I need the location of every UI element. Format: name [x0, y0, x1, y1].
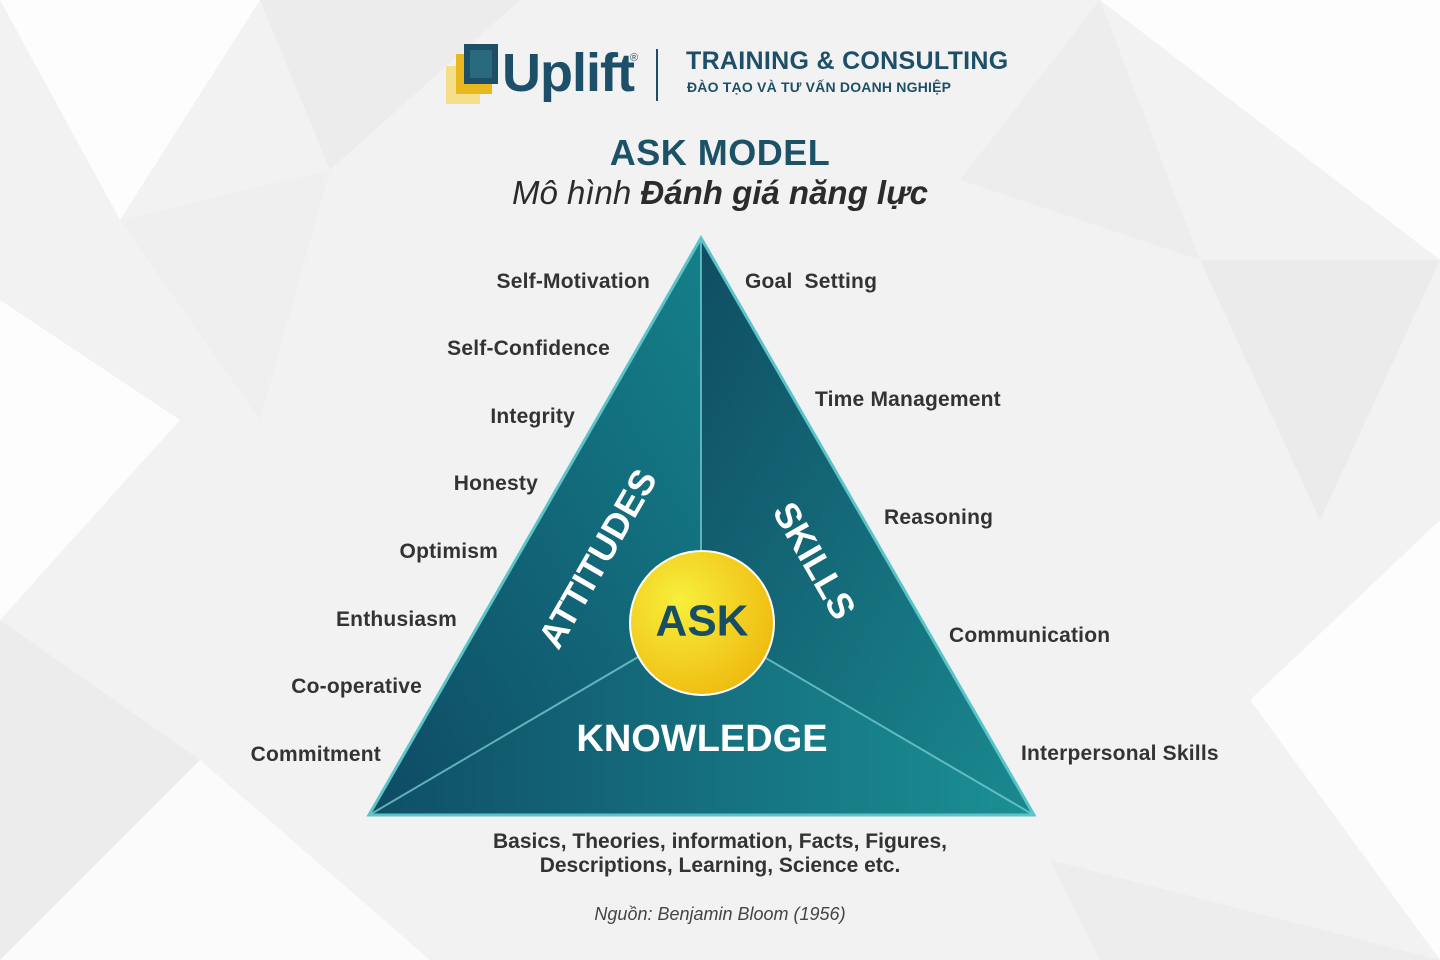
skill-item-communication: Communication: [949, 624, 1111, 647]
knowledge-description-line1: Basics, Theories, information, Facts, Fi…: [493, 830, 947, 853]
attitude-item-commitment: Commitment: [250, 743, 381, 766]
uplift-logo-icon: [446, 44, 498, 104]
page-title: ASK MODEL: [609, 132, 831, 173]
attitude-item-enthusiasm: Enthusiasm: [335, 608, 457, 631]
registered-mark: ®: [630, 52, 639, 64]
brand-tagline-sub: ĐÀO TẠO VÀ TƯ VẤN DOANH NGHIỆP: [687, 79, 952, 95]
attitude-item-optimism: Optimism: [399, 540, 498, 563]
attitude-item-co-operative: Co-operative: [291, 675, 422, 698]
knowledge-label: KNOWLEDGE: [576, 718, 827, 760]
header-divider: [656, 49, 658, 101]
attitude-item-self-confidence: Self-Confidence: [447, 337, 610, 360]
subtitle-prefix: Mô hình: [511, 174, 641, 211]
brand-tagline: TRAINING & CONSULTING: [686, 47, 1009, 75]
skill-item-interpersonal-skills: Interpersonal Skills: [1021, 742, 1219, 765]
subtitle-emphasis: Đánh giá năng lực: [640, 174, 928, 211]
skill-item-goal-setting: Goal Setting: [745, 270, 878, 293]
skill-item-reasoning: Reasoning: [884, 506, 994, 529]
source-citation: Nguồn: Benjamin Bloom (1956): [594, 904, 846, 924]
ask-center-label: ASK: [656, 597, 749, 646]
ask-center-circle: [629, 550, 775, 696]
knowledge-description-line2: Descriptions, Learning, Science etc.: [539, 854, 901, 877]
attitude-item-honesty: Honesty: [453, 472, 538, 495]
attitude-item-integrity: Integrity: [490, 405, 575, 428]
page-subtitle: Mô hình Đánh giá năng lực: [0, 174, 1440, 212]
brand-name: Uplift: [502, 43, 635, 103]
skill-item-time-management: Time Management: [815, 388, 1001, 411]
knowledge-section: [369, 620, 1034, 815]
attitude-item-self-motivation: Self-Motivation: [496, 270, 650, 293]
knowledge-description: Basics, Theories, information, Facts, Fi…: [0, 830, 1440, 878]
